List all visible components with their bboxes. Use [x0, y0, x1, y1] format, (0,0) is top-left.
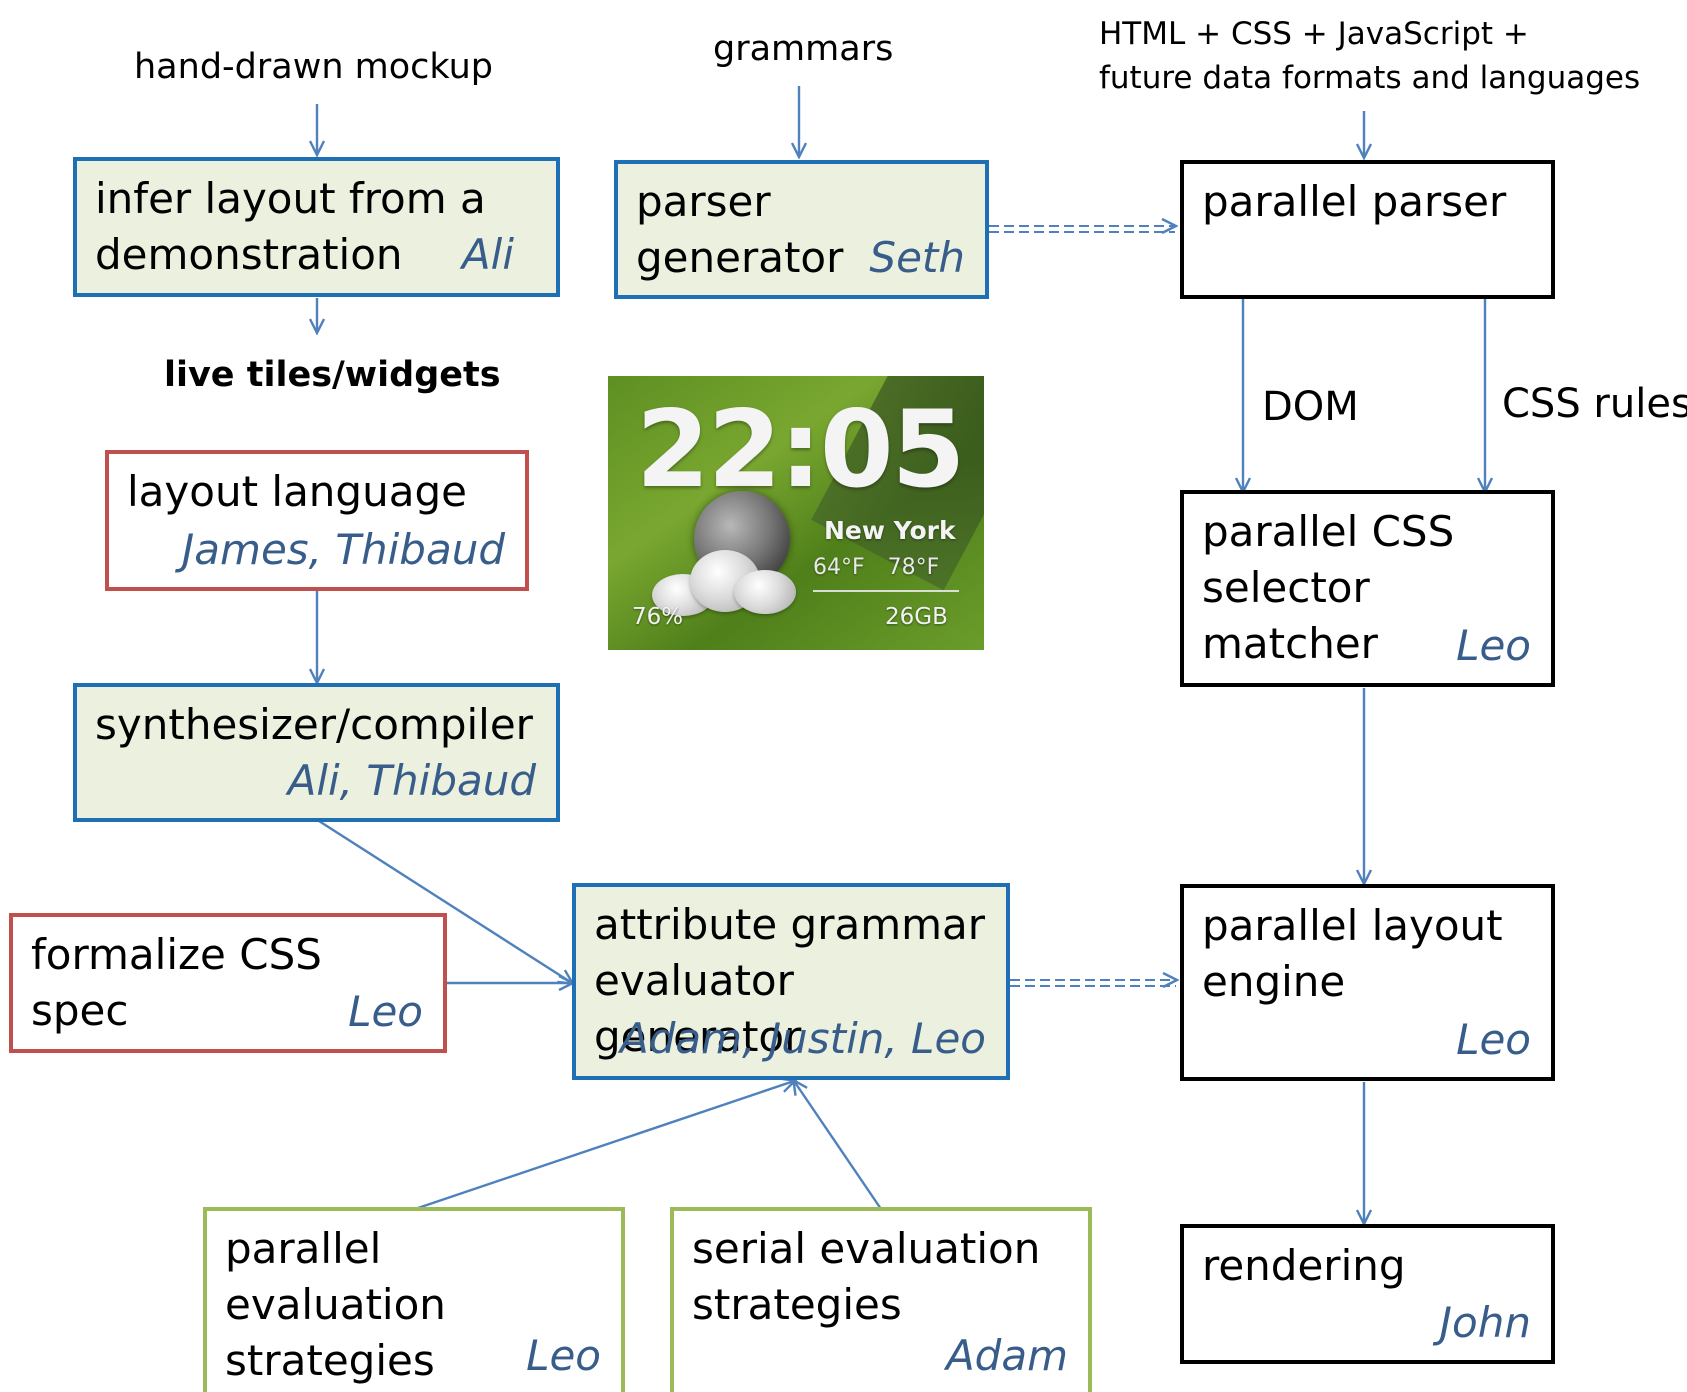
- hand-drawn-mockup-label: hand-drawn mockup: [134, 47, 493, 87]
- attribute-grammar-evaluator-box: attribute grammar evaluator generator Ad…: [572, 883, 1010, 1080]
- parallel-layout-engine-box: parallel layout engine Leo: [1180, 884, 1555, 1081]
- formalize-css-spec-title: formalize CSS spec: [31, 930, 322, 1035]
- widget-time: 22:05: [636, 388, 965, 511]
- widget-storage: 26GB: [885, 604, 948, 630]
- attribute-grammar-evaluator-contributors: Adam, Justin, Leo: [619, 1014, 986, 1063]
- parallel-evaluation-strategies-box: parallel evaluation strategies Leo: [203, 1207, 625, 1392]
- rendering-contributor: John: [1439, 1298, 1531, 1347]
- parser-generator-box: parser generator Seth: [614, 160, 989, 299]
- parser-generator-contributor: Seth: [869, 233, 965, 282]
- widget-divider: [813, 590, 959, 592]
- cloud-icon-right: [734, 570, 796, 614]
- live-tiles-widgets-label: live tiles/widgets: [164, 355, 501, 395]
- widget-city: New York: [824, 516, 956, 545]
- css-rules-edge-label: CSS rules: [1502, 381, 1687, 427]
- parallel-parser-title: parallel parser: [1202, 177, 1507, 226]
- live-weather-widget-image: 22:05 New York 64°F 78°F 76% 26GB: [608, 376, 984, 650]
- formalize-css-spec-contributor: Leo: [348, 987, 423, 1036]
- synthesizer-compiler-box: synthesizer/compiler Ali, Thibaud: [73, 683, 560, 822]
- parallel-evaluation-strategies-title: parallel evaluation strategies: [225, 1224, 446, 1385]
- infer-layout-title: infer layout from a demonstration: [95, 174, 486, 279]
- html-css-javascript-label: HTML + CSS + JavaScript + future data fo…: [1099, 16, 1641, 96]
- layout-language-box: layout language James, Thibaud: [105, 450, 529, 591]
- parallel-layout-engine-contributor: Leo: [1456, 1015, 1531, 1064]
- parallel-css-selector-box: parallel CSS selector matcher Leo: [1180, 490, 1555, 687]
- grammars-label: grammars: [713, 29, 894, 69]
- synthesizer-compiler-contributors: Ali, Thibaud: [287, 756, 536, 805]
- attribute-grammar-evaluator-title: attribute grammar evaluator generator: [594, 900, 986, 1061]
- rendering-title: rendering: [1202, 1241, 1406, 1290]
- infer-layout-contributor: Ali: [461, 230, 514, 279]
- widget-temperatures: 64°F 78°F: [813, 555, 940, 580]
- serial-evaluation-strategies-box: serial evaluation strategies Adam: [670, 1207, 1092, 1392]
- serial-evaluation-strategies-contributor: Adam: [945, 1331, 1068, 1380]
- parallel-evaluation-to-attribute-grammar-arrow: [414, 1081, 794, 1211]
- infer-layout-box: infer layout from a demonstration Ali: [73, 157, 560, 297]
- serial-evaluation-strategies-title: serial evaluation strategies: [692, 1224, 1041, 1329]
- serial-evaluation-to-attribute-grammar-arrow: [794, 1081, 882, 1210]
- parallel-css-selector-title: parallel CSS selector matcher: [1202, 507, 1455, 668]
- parser-generator-title: parser generator: [636, 177, 844, 282]
- rendering-box: rendering John: [1180, 1224, 1555, 1364]
- synthesizer-compiler-title: synthesizer/compiler: [95, 700, 533, 749]
- widget-humidity: 76%: [632, 604, 684, 630]
- cloud-icon: [652, 544, 807, 622]
- parallel-evaluation-strategies-contributor: Leo: [526, 1331, 601, 1380]
- parallel-css-selector-contributor: Leo: [1456, 621, 1531, 670]
- layout-language-contributors: James, Thibaud: [181, 525, 505, 574]
- layout-language-title: layout language: [127, 467, 467, 516]
- parallel-layout-engine-title: parallel layout engine: [1202, 901, 1503, 1006]
- dom-edge-label: DOM: [1262, 384, 1359, 430]
- parallel-parser-box: parallel parser: [1180, 160, 1555, 299]
- formalize-css-spec-box: formalize CSS spec Leo: [9, 913, 447, 1053]
